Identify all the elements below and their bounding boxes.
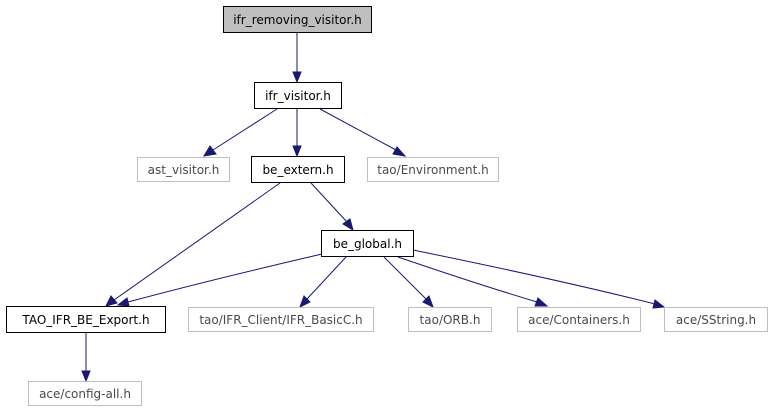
edge-be-extern-to-be-global [310,182,354,232]
node-ifr-removing-visitor[interactable]: ifr_removing_visitor.h [223,6,372,33]
node-tao-orb: tao/ORB.h [408,307,492,332]
node-ace-containers: ace/Containers.h [517,307,641,332]
node-tao-ifr-be-export[interactable]: TAO_IFR_BE_Export.h [6,306,166,333]
node-be-extern[interactable]: be_extern.h [251,156,345,183]
edge-root-to-ifr-visitor [292,33,302,84]
edge-be-global-to-ace-containers [397,256,549,307]
node-ifr-visitor[interactable]: ifr_visitor.h [254,82,342,109]
edge-be-global-to-tao-ifr-client [299,256,347,309]
edge-ifr-visitor-to-tao-environment [319,108,407,157]
edge-be-extern-to-tao-ifr-be-export [105,182,281,307]
node-ace-config-all: ace/config-all.h [28,381,142,406]
node-ast-visitor: ast_visitor.h [137,157,230,182]
edge-ifr-visitor-to-be-extern [292,109,302,158]
node-be-global[interactable]: be_global.h [321,230,414,257]
node-tao-environment: tao/Environment.h [367,157,499,182]
edge-be-global-to-tao-orb [383,256,434,309]
edge-be-global-to-tao-ifr-be-export [116,253,323,307]
edge-tao-ifr-be-export-to-ace-config-all [81,333,91,383]
node-ace-sstring: ace/SString.h [664,307,768,332]
edge-ifr-visitor-to-ast-visitor [203,108,278,157]
edge-be-global-to-ace-sstring [412,249,666,309]
node-tao-ifr-client-basicc: tao/IFR_Client/IFR_BasicC.h [188,307,374,332]
